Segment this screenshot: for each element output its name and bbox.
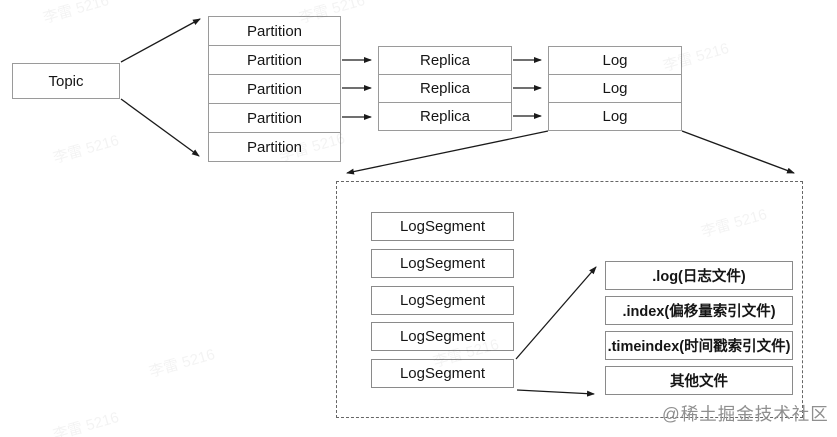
diagonal-watermark: 李雷 5216	[147, 345, 217, 381]
partition-label: Partition	[246, 51, 303, 69]
partition-box: Partition	[209, 103, 340, 132]
replica-label: Replica	[419, 108, 471, 125]
other-files-label: 其他文件	[670, 374, 728, 390]
partition-label: Partition	[246, 22, 303, 40]
logsegment-label: LogSegment	[399, 365, 486, 382]
log-file-box: .log(日志文件)	[605, 261, 793, 290]
diagonal-watermark: 李雷 5216	[41, 0, 111, 27]
log-detail-region	[336, 181, 803, 418]
partition-box: Partition	[209, 74, 340, 103]
juejin-community-watermark: @稀土掘金技术社区	[662, 404, 829, 424]
logsegment-box: LogSegment	[371, 286, 514, 315]
partition-box: Partition	[209, 17, 340, 45]
replica-label: Replica	[419, 80, 471, 97]
partition-box: Partition	[209, 45, 340, 74]
logsegment-box: LogSegment	[371, 322, 514, 351]
logsegment-label: LogSegment	[399, 255, 486, 272]
log-label: Log	[602, 52, 628, 69]
log-box: Log	[549, 47, 681, 74]
partition-label: Partition	[246, 109, 303, 127]
replica-box: Replica	[379, 47, 511, 74]
timeindex-file-label: .timeindex(时间戳索引文件)	[607, 339, 791, 355]
partition-stack: Partition Partition Partition Partition …	[208, 16, 341, 162]
partition-label: Partition	[246, 80, 303, 98]
replica-box: Replica	[379, 102, 511, 130]
diagonal-watermark: 李雷 5216	[51, 408, 121, 437]
topic-box: Topic	[12, 63, 120, 99]
logsegment-label: LogSegment	[399, 292, 486, 309]
log-box: Log	[549, 74, 681, 102]
other-files-box: 其他文件	[605, 366, 793, 395]
index-file-label: .index(偏移量索引文件)	[622, 304, 776, 320]
diagonal-watermark: 李雷 5216	[51, 131, 121, 167]
log-box: Log	[549, 102, 681, 130]
index-file-box: .index(偏移量索引文件)	[605, 296, 793, 325]
timeindex-file-box: .timeindex(时间戳索引文件)	[605, 331, 793, 360]
replica-stack: Replica Replica Replica	[378, 46, 512, 131]
logsegment-label: LogSegment	[399, 328, 486, 345]
replica-label: Replica	[419, 52, 471, 69]
diagonal-watermark: 李雷 5216	[661, 39, 731, 75]
logsegment-box: LogSegment	[371, 249, 514, 278]
log-stack: Log Log Log	[548, 46, 682, 131]
log-label: Log	[602, 80, 628, 97]
replica-box: Replica	[379, 74, 511, 102]
logsegment-box: LogSegment	[371, 212, 514, 241]
log-label: Log	[602, 108, 628, 125]
log-file-label: .log(日志文件)	[652, 269, 746, 285]
logsegment-box: LogSegment	[371, 359, 514, 388]
partition-box: Partition	[209, 132, 340, 161]
topic-label: Topic	[48, 72, 84, 90]
logsegment-label: LogSegment	[399, 218, 486, 235]
partition-label: Partition	[246, 138, 303, 156]
